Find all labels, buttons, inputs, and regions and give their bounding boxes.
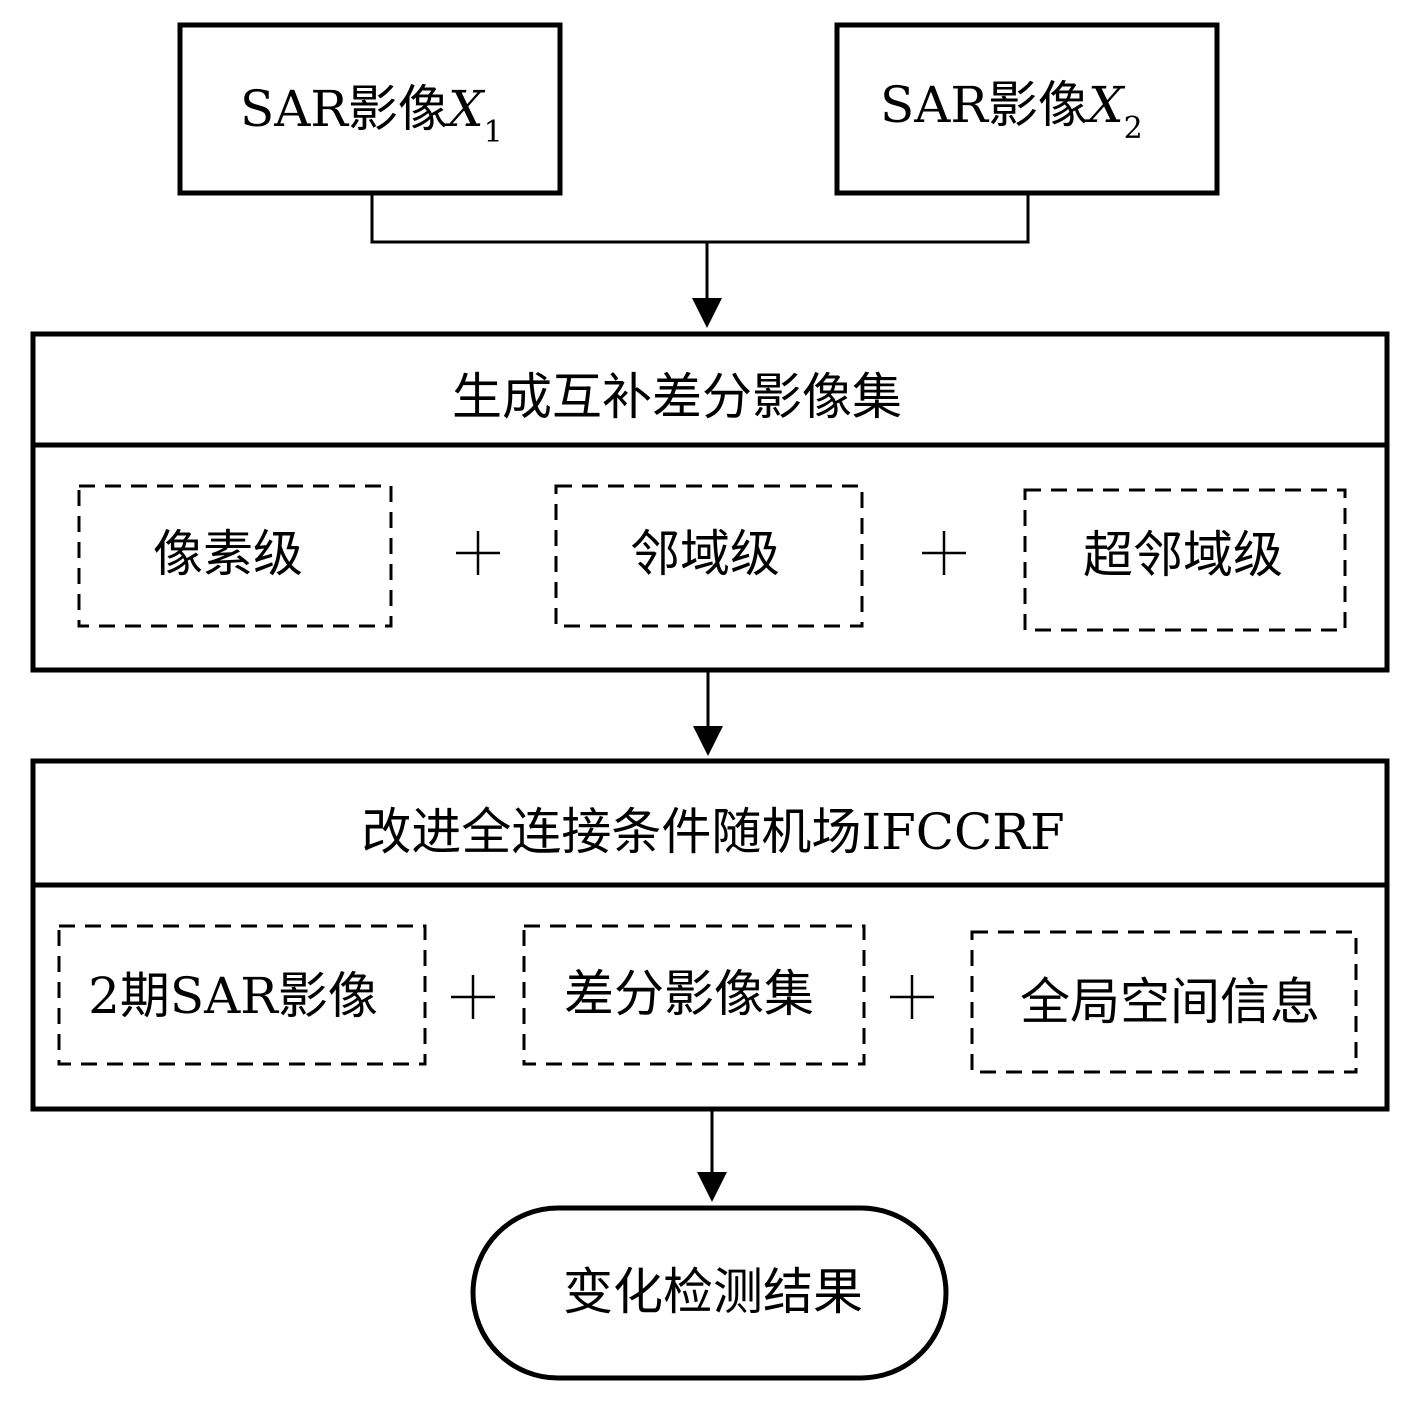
stage2-item-sar-images-box: [57, 924, 427, 1066]
stage1-item-pixel: 像素级: [153, 525, 303, 583]
input-1-label: SAR影像: [240, 80, 448, 138]
input-box-sar-x1: SAR影像X1: [177, 22, 563, 196]
output-label: 变化检测结果: [563, 1263, 863, 1321]
stage2-item-global-spatial: 全局空间信息: [1020, 973, 1320, 1031]
stage2-panel: 改进全连接条件随机场IFCCRF 2期SAR影像 差分影像集 全局空间信息: [30, 758, 1390, 1112]
stage1-item-neighborhood-box: [554, 484, 864, 628]
stage2-item-difference-set-box: [522, 924, 866, 1066]
stage1-title: 生成互补差分影像集: [452, 368, 902, 426]
stage2-item-global-spatial-box: [970, 930, 1358, 1074]
svg-text:SAR影像X1: SAR影像X1: [240, 80, 503, 150]
stage2-item-difference-set: 差分影像集: [564, 965, 814, 1023]
input-box-sar-x2: SAR影像X2: [834, 22, 1220, 196]
output-terminal: 变化检测结果: [470, 1205, 949, 1381]
stage1-item-pixel-box: [77, 484, 393, 628]
plus-sign: [922, 531, 966, 575]
input-merge-connector: [370, 193, 1030, 244]
plus-sign: [451, 975, 495, 1019]
stage1-item-neighborhood: 邻域级: [630, 525, 780, 583]
input-2-variable: X: [1084, 76, 1126, 134]
plus-sign: [456, 531, 500, 575]
stage2-item-sar-images: 2期SAR影像: [88, 967, 378, 1025]
svg-text:SAR影像X2: SAR影像X2: [880, 76, 1143, 146]
input-2-subscript: 2: [1124, 111, 1143, 146]
stage1-panel: 生成互补差分影像集 像素级 邻域级 超邻域级: [30, 331, 1390, 673]
input-1-subscript: 1: [484, 115, 503, 150]
stage2-title: 改进全连接条件随机场IFCCRF: [361, 803, 1064, 861]
input-1-variable: X: [444, 80, 486, 138]
stage1-item-super-neighborhood-box: [1023, 488, 1347, 632]
plus-sign: [890, 975, 934, 1019]
input-2-label: SAR影像: [880, 76, 1088, 134]
stage1-item-super-neighborhood: 超邻域级: [1083, 526, 1283, 584]
